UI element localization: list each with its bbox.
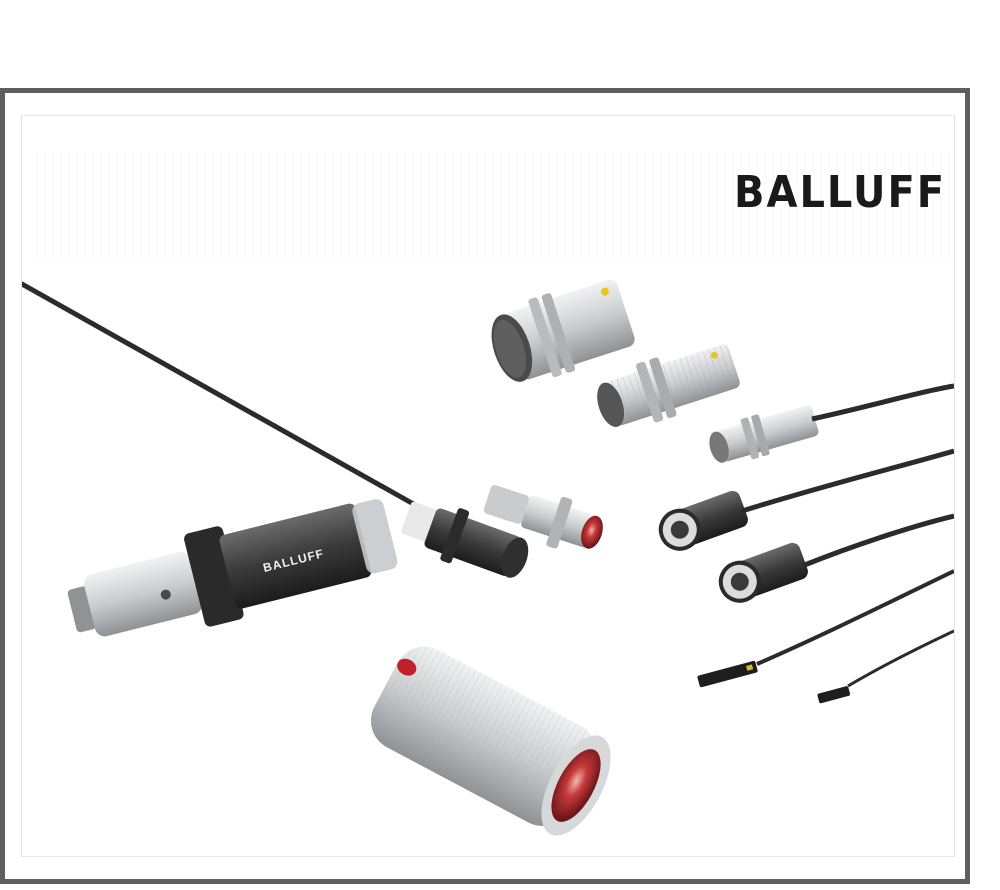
connector-1 — [658, 490, 748, 551]
faded-background-text — [36, 152, 954, 262]
cable-5 — [847, 629, 954, 688]
cable-3 — [801, 513, 954, 569]
sensor-dark-center — [401, 501, 529, 578]
sensor-red-lens-large — [370, 646, 611, 836]
sensor-medium — [597, 344, 740, 427]
flat-sensor-2 — [817, 686, 851, 704]
brand-logo: BALLUFF — [734, 168, 947, 218]
cable-2 — [741, 448, 954, 514]
flat-sensor-1 — [697, 660, 758, 688]
sensor-red-lens-small — [483, 485, 603, 549]
cable-1 — [811, 383, 954, 422]
cable-4 — [756, 569, 954, 666]
sensor-small — [709, 405, 819, 463]
product-photo: BALLUFF — [21, 115, 955, 857]
image-frame: BALLUFF — [0, 88, 970, 884]
connector-2 — [718, 542, 808, 603]
sensor-large-left: BALLUFF — [67, 499, 398, 637]
sensor-large-top — [491, 279, 635, 382]
long-cable — [22, 281, 420, 509]
sensor-group: BALLUFF — [22, 279, 954, 836]
